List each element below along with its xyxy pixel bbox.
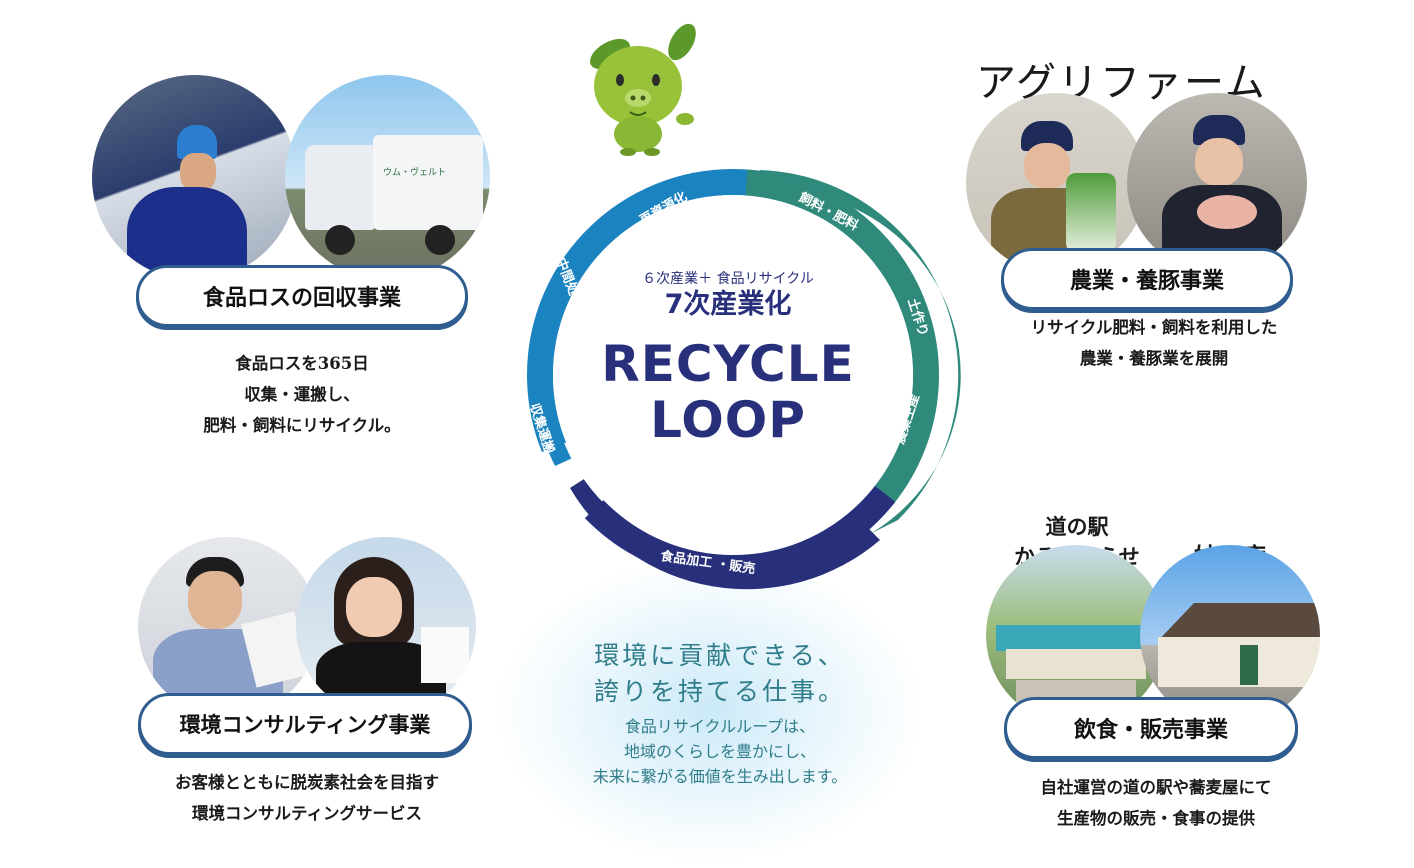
consulting-desc-line: 環境コンサルティングサービス [191,804,422,823]
loop-arc-green [527,169,939,581]
loop-center: ６次産業＋ 食品リサイクル 7次産業化 RECYCLE LOOP [578,270,878,448]
photo-consultant-woman [296,537,476,717]
photo-worker-truck-cab [92,75,297,280]
jacket-shape [127,187,247,280]
door-shape [1240,645,1258,685]
photo-farmer-leeks [966,93,1146,273]
loop-title-loop: LOOP [650,391,806,449]
photo-garbage-truck: ウム・ヴェルト [285,75,490,280]
food-loss-desc: 食品ロスを365日 収集・運搬し、 肥料・飼料にリサイクル。 [152,348,452,441]
truck-wheel [325,225,355,255]
truck-cab-shape [305,145,375,230]
food-loss-desc-line: 収集・運搬し、 [244,385,360,404]
message-block: 環境に貢献できる、 誇りを持てる仕事。 食品リサイクルループは、 地域のくらしを… [530,638,910,789]
face-shape [346,577,402,637]
restaurant-desc-line: 生産物の販売・食事の提供 [1057,809,1255,828]
leek-shape [1066,173,1116,253]
face-shape [1024,143,1070,189]
agri-desc-line: 農業・養豚業を展開 [1079,349,1229,368]
loop-subtitle: ６次産業＋ 食品リサイクル [642,271,814,287]
face-shape [1195,138,1243,186]
michi-no-eki-label-line: 道の駅 [1045,514,1109,539]
agri-title: 農業・養豚事業 [1001,248,1293,310]
consulting-title: 環境コンサルティング事業 [138,693,472,755]
restaurant-desc-line: 自社運営の道の駅や蕎麦屋にて [1040,778,1272,797]
face-shape [188,571,242,629]
pig-leaf-mascot-icon [590,23,696,156]
message-headline-line: 誇りを持てる仕事。 [593,677,846,706]
agri-desc-line: リサイクル肥料・飼料を利用した [1030,318,1278,337]
building-roof-shape [996,625,1156,651]
food-loss-desc-line: 食品ロスを365日 [235,354,369,373]
loop-title-recycle: RECYCLE [601,335,855,393]
food-loss-title: 食品ロスの回収事業 [136,265,468,327]
truck-body-shape: ウム・ヴェルト [373,135,483,230]
wall-shape [1158,637,1320,687]
photo-consultant-man [138,537,318,717]
recycle-loop-diagram: 再資源化 飼料・肥料 土作り 農業生産 食品加工 ・販売 収集運搬 中間処理 [526,169,961,590]
photo-farmer-piglet [1127,93,1307,273]
loop-arc-blue [527,169,939,581]
message-headline: 環境に貢献できる、 誇りを持てる仕事。 [530,638,910,710]
message-body-line: 食品リサイクルループは、 [624,717,816,736]
center-glow [500,560,920,860]
face-shape [180,153,216,191]
building-shape [1006,649,1146,679]
message-headline-line: 環境に貢献できる、 [594,641,846,670]
loop-subtitle-main: 7次産業化 [664,289,792,320]
agri-desc: リサイクル肥料・飼料を利用した 農業・養豚業を展開 [994,312,1314,374]
consulting-desc: お客様とともに脱炭素社会を目指す 環境コンサルティングサービス [132,767,482,829]
truck-text: ウム・ヴェルト [383,168,447,178]
photo-roadside-station [986,545,1166,725]
restaurant-title: 飲食・販売事業 [1004,697,1298,759]
loop-arc-navy [527,169,939,581]
consulting-desc-line: お客様とともに脱炭素社会を目指す [175,773,439,792]
photo-soba-restaurant [1140,545,1320,725]
restaurant-desc: 自社運営の道の駅や蕎麦屋にて 生産物の販売・食事の提供 [996,772,1316,834]
roof-shape [1161,603,1320,637]
document-shape [421,627,469,683]
message-body-line: 未来に繋がる価値を生み出します。 [592,767,848,786]
piglet-shape [1197,195,1257,229]
food-loss-desc-line: 肥料・飼料にリサイクル。 [203,416,401,435]
truck-wheel [425,225,455,255]
message-body-line: 地域のくらしを豊かにし、 [623,742,816,761]
message-body: 食品リサイクルループは、 地域のくらしを豊かにし、 未来に繋がる価値を生み出しま… [530,714,910,789]
